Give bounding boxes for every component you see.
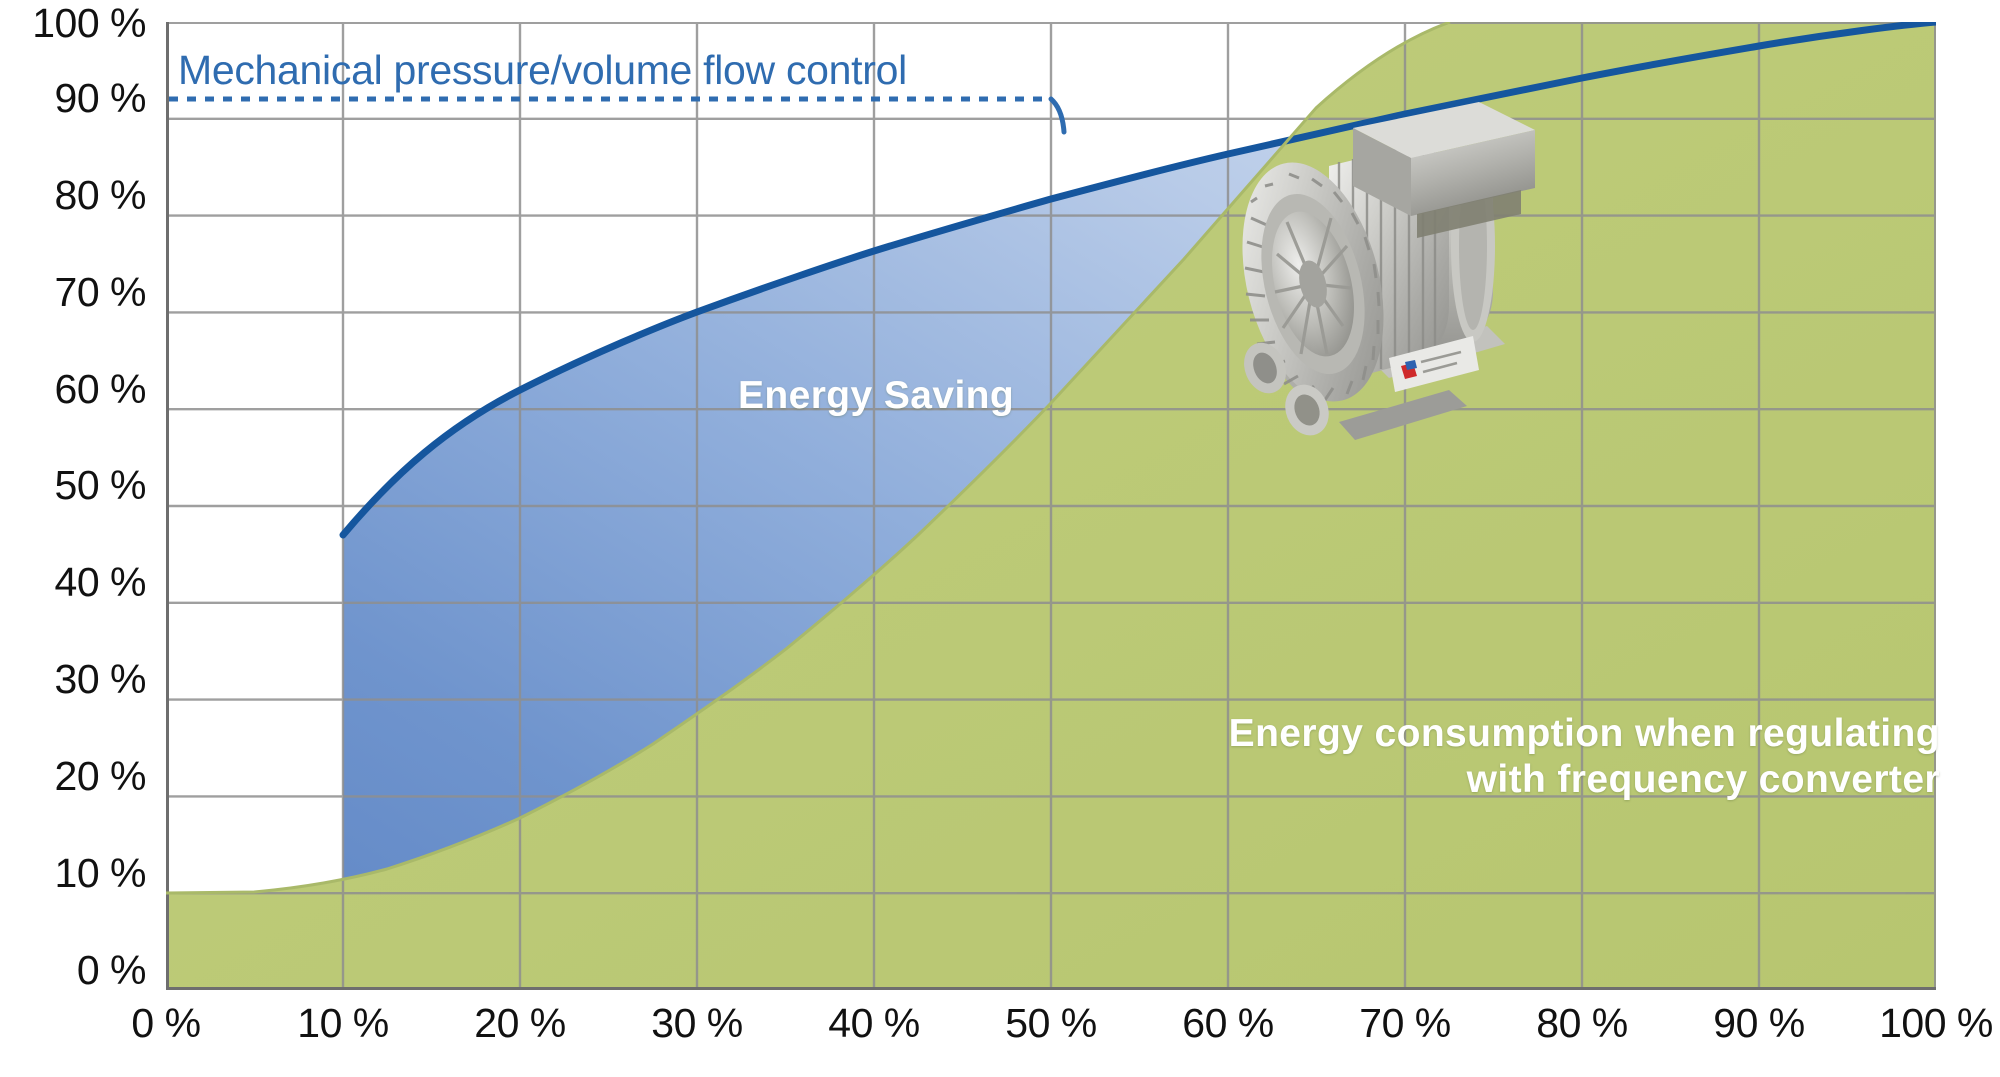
annotation-leader-line xyxy=(169,96,1067,135)
axis-spines xyxy=(166,22,1936,990)
x-tick-70: 70 % xyxy=(1359,1000,1451,1046)
x-tick-20: 20 % xyxy=(474,1000,566,1046)
y-tick-90: 90 % xyxy=(54,75,147,121)
energy-consumption-line-1: Energy consumption when regulating xyxy=(1228,712,1940,755)
plot-area xyxy=(166,22,1936,990)
energy-consumption-label: Energy consumption when regulating with … xyxy=(1140,711,1940,803)
y-tick-10: 10 % xyxy=(54,850,147,896)
terminal-box xyxy=(1353,102,1535,238)
blue-curve-line xyxy=(339,22,1936,539)
x-tick-30: 30 % xyxy=(651,1000,743,1046)
energy-saving-label: Energy Saving xyxy=(738,374,1015,417)
nameplate xyxy=(1389,336,1479,392)
y-tick-70: 70 % xyxy=(54,269,147,315)
y-tick-60: 60 % xyxy=(54,366,147,412)
green-curve-line xyxy=(166,22,1451,895)
mechanical-control-annotation: Mechanical pressure/volume flow control xyxy=(178,47,907,93)
y-tick-30: 30 % xyxy=(54,656,147,702)
x-tick-100: 100 % xyxy=(1879,1000,1993,1046)
x-tick-80: 80 % xyxy=(1536,1000,1628,1046)
blower-housing xyxy=(1242,162,1384,436)
y-tick-0: 0 % xyxy=(76,947,147,993)
x-tick-40: 40 % xyxy=(828,1000,920,1046)
y-tick-80: 80 % xyxy=(54,172,147,218)
x-tick-50: 50 % xyxy=(1005,1000,1097,1046)
y-tick-50: 50 % xyxy=(54,462,147,508)
y-tick-40: 40 % xyxy=(54,559,147,605)
y-tick-100: 100 % xyxy=(32,0,146,46)
chart-svg xyxy=(166,22,1936,990)
y-tick-20: 20 % xyxy=(54,753,147,799)
energy-consumption-line-2: with frequency converter xyxy=(1466,758,1940,802)
x-tick-90: 90 % xyxy=(1713,1000,1805,1046)
x-tick-10: 10 % xyxy=(297,1000,389,1046)
grid-lines xyxy=(166,22,1936,990)
x-tick-60: 60 % xyxy=(1182,1000,1274,1046)
side-channel-blower-illustration xyxy=(1242,102,1535,440)
x-tick-0: 0 % xyxy=(131,1000,201,1046)
